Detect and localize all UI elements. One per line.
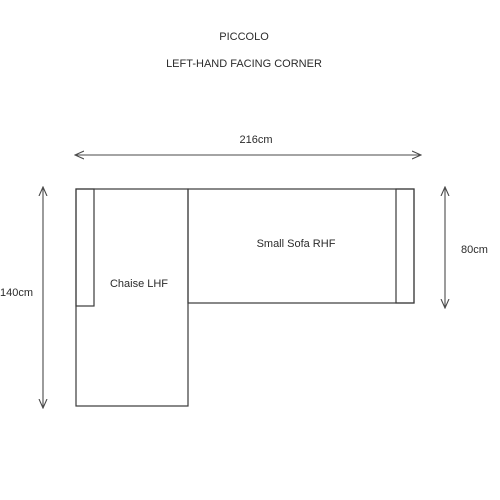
sofa-arm [395,188,415,304]
depth-dimension-label: 80cm [461,244,488,256]
diagram-subtitle: LEFT-HAND FACING CORNER [166,58,322,70]
chaise-arm [75,188,95,307]
chaise-label: Chaise LHF [110,278,168,290]
height-dimension-label: 140cm [0,287,33,299]
diagram-title: PICCOLO [219,31,269,43]
sofa-label: Small Sofa RHF [257,238,336,250]
chaise-outline [75,188,189,407]
width-dimension-label: 216cm [239,134,272,146]
